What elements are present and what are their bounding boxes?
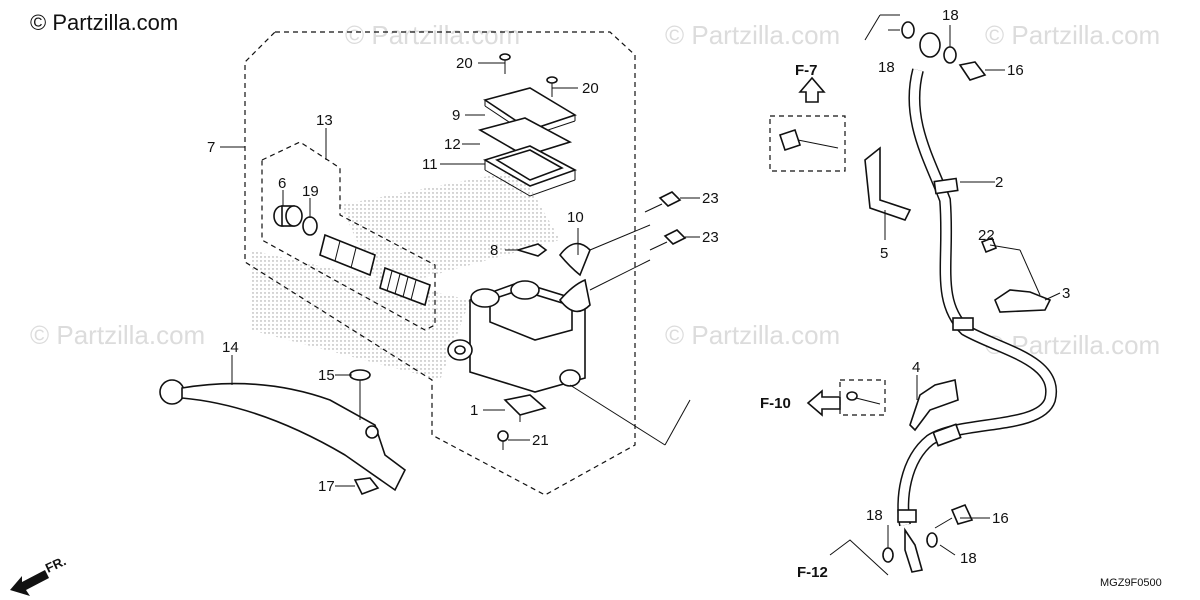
hose-clamp [994,289,1052,313]
callout-13: 13 [316,112,333,129]
hose-guide [909,379,959,432]
reference-f7: F-7 [795,62,818,79]
bolt-detail-box [769,115,846,172]
front-arrow-icon [10,570,49,596]
sealing-washer [882,547,894,563]
assembly-group-outline [244,31,636,496]
callout-22: 22 [978,227,995,244]
brake-hose [897,32,1058,573]
hose-stay [864,146,912,221]
cap-screw [546,76,558,97]
piston-kit-outline [261,141,436,331]
callout-23: 23 [702,229,719,246]
stay-bolt [778,128,839,152]
master-cylinder-body [447,280,586,393]
callout-5: 5 [880,245,888,262]
guide-bolt [846,391,881,405]
callout-11: 11 [422,156,438,173]
pointer-line [864,14,881,41]
callout-23: 23 [702,190,719,207]
diaphragm-plate [477,117,573,157]
left-arrow-icon [806,389,841,417]
holder-bolt [644,191,682,213]
copyright-text: © Partzilla.com [30,10,178,35]
handlebar-holder [558,242,591,313]
pivot-nut [353,477,380,496]
callout-3: 3 [1062,285,1070,302]
callout-18: 18 [960,550,977,567]
callout-8: 8 [490,242,498,259]
up-arrow-icon [798,76,826,103]
callout-16: 16 [1007,62,1024,79]
callout-14: 14 [222,339,239,356]
watermark: © Partzilla.com [665,320,841,350]
pointer-line [829,539,889,576]
switch-screw [497,430,509,450]
bolt-detail-box [839,379,886,416]
callout-18: 18 [878,59,895,76]
callout-15: 15 [318,367,335,384]
callout-16: 16 [992,510,1009,527]
boot [273,205,303,227]
reference-f10: F-10 [760,395,791,412]
clip [515,243,548,257]
spring [379,266,431,307]
callout-18: 18 [942,7,959,24]
callout-9: 9 [452,107,460,124]
oil-bolt [934,503,974,529]
callout-7: 7 [207,139,215,156]
diaphragm [483,145,577,197]
callout-4: 4 [912,359,920,376]
callout-1: 1 [470,402,478,419]
diagram-code: MGZ9F0500 [1100,577,1162,589]
holder-bolt [649,229,687,251]
callout-18: 18 [866,507,883,524]
piston [319,233,376,277]
reference-f12: F-12 [797,564,828,581]
cap-screw [499,53,511,74]
brake-light-switch [503,394,547,422]
dotted-backdrop [250,250,470,380]
callout-2: 2 [995,174,1003,191]
clamp-bolt [980,236,998,254]
watermark: © Partzilla.com [30,320,206,350]
oil-bolt [958,61,987,81]
callout-21: 21 [532,432,549,449]
sealing-washer [926,532,938,548]
circlip [302,216,318,236]
callout-12: 12 [444,136,461,153]
front-indicator-label: FR. [43,553,68,575]
dotted-backdrop [340,170,560,290]
sealing-washer [943,46,957,64]
callout-20: 20 [456,55,473,72]
callout-10: 10 [567,209,584,226]
watermark: © Partzilla.com [985,20,1161,50]
callout-20: 20 [582,80,599,97]
watermark: © Partzilla.com [665,20,841,50]
callout-6: 6 [278,175,286,192]
sealing-washer [901,21,915,39]
leader-lines [220,25,1061,556]
watermark: © Partzilla.com [345,20,521,50]
callout-17: 17 [318,478,335,495]
brake-lever [159,379,407,492]
callout-19: 19 [302,183,319,200]
